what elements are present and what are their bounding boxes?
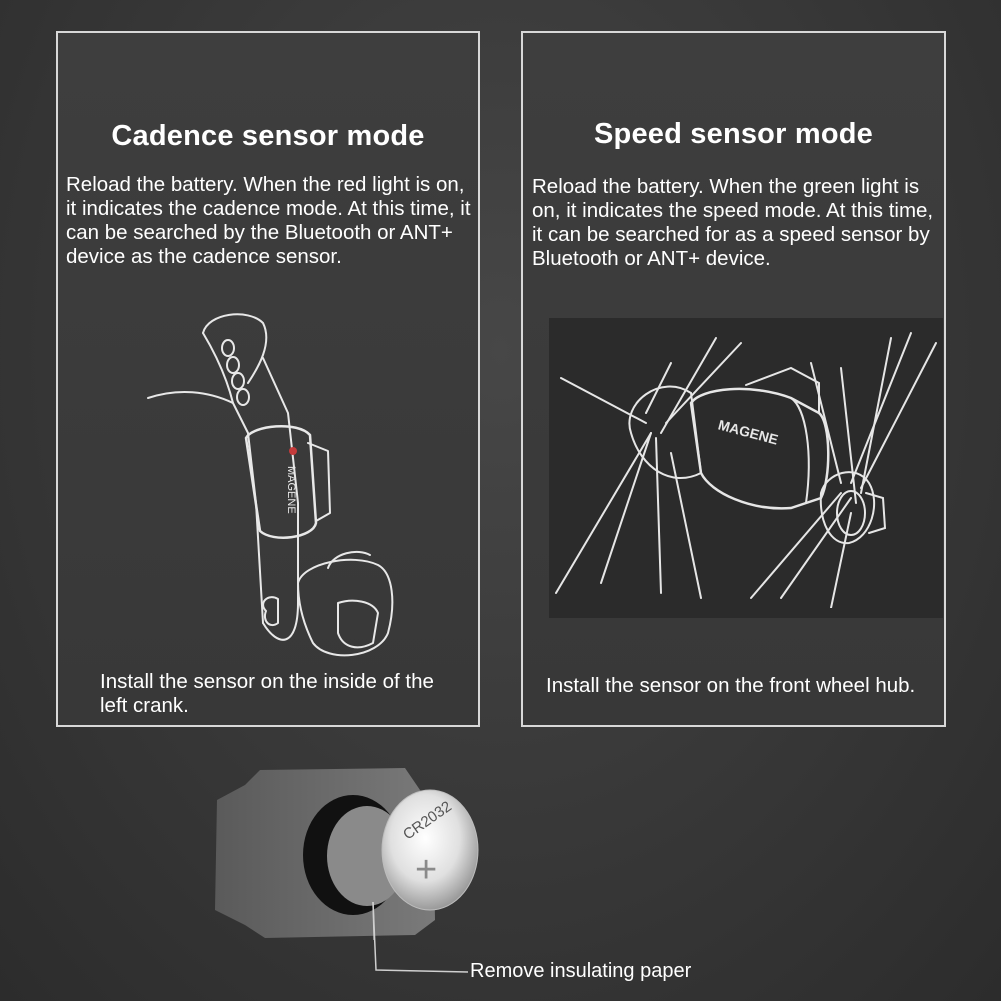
cadence-sensor-panel: Cadence sensor mode Reload the battery. … [56,31,480,727]
speed-panel-description: Reload the battery. When the green light… [532,175,934,270]
coin-battery-illustration: CR2032 + [215,768,479,940]
svg-text:MAGENE: MAGENE [285,466,297,514]
speed-sensor-panel: Speed sensor mode Reload the battery. Wh… [521,31,946,727]
hub-sensor-brand-text: MAGENE [716,416,780,447]
hub-illustration-background [549,318,943,618]
cadence-panel-caption: Install the sensor on the inside of the … [100,670,434,717]
speed-panel-caption: Install the sensor on the front wheel hu… [546,674,916,697]
cadence-panel-description: Reload the battery. When the red light i… [66,173,471,268]
speed-panel-title: Speed sensor mode [594,118,873,150]
insulating-paper-callout: Remove insulating paper [470,960,692,982]
cadence-panel-title: Cadence sensor mode [111,120,425,152]
wheel-hub-sensor-illustration: MAGENE [555,332,937,608]
battery-plus-symbol: + [415,849,437,891]
crank-sensor-illustration: MAGENE [147,313,394,657]
callout-line [372,901,469,973]
